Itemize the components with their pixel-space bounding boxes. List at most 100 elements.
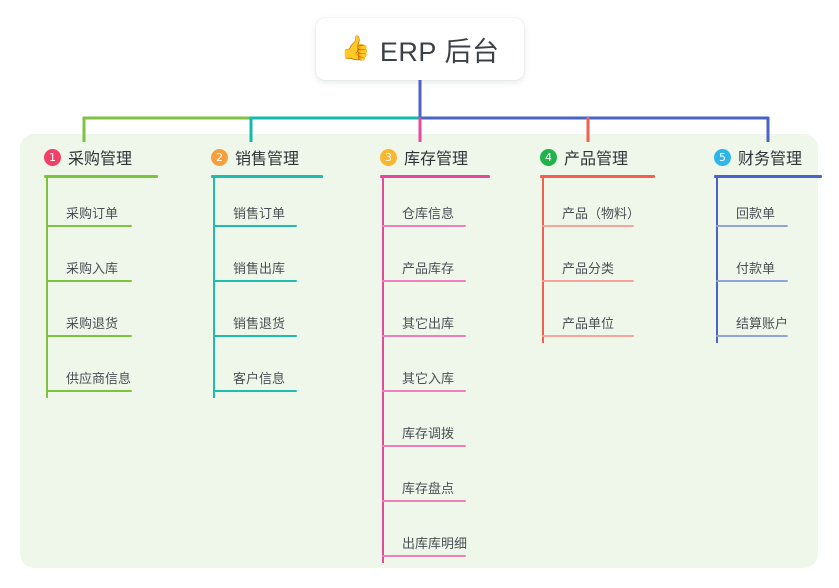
branch-item-rule [382,390,466,392]
branch-header-rule [44,175,158,178]
branch-column-1: 1 采购管理采购订单采购入库采购退货供应商信息 [32,144,182,398]
branch-item[interactable]: 采购订单 [32,178,182,233]
branch-item-rule [213,390,297,392]
branch-item-rule [542,280,634,282]
branch-item-label: 采购入库 [66,261,119,276]
branch-item[interactable]: 销售订单 [199,178,349,233]
branch-item-rule [542,335,634,337]
branch-header-rule [211,175,323,178]
branch-badge-icon: 3 [380,148,397,166]
branch-item-label: 其它入库 [402,371,455,386]
branch-item-label: 库存盘点 [402,481,455,496]
root-title-text: ERP 后台 [379,36,500,67]
branch-item-label: 客户信息 [233,371,286,386]
branch-item-list: 销售订单销售出库销售退货客户信息 [199,178,349,398]
branch-item-label: 采购退货 [66,316,119,331]
branch-item-label: 仓库信息 [402,206,455,221]
branch-item-label: 销售退货 [233,316,286,331]
branch-column-2: 2 销售管理销售订单销售出库销售退货客户信息 [199,144,349,398]
branch-item-rule [382,445,466,447]
branch-header-5[interactable]: 5 财务管理 [702,144,822,170]
branch-item[interactable]: 其它入库 [368,343,520,398]
branch-item[interactable]: 销售退货 [199,288,349,343]
branch-item-rule [382,225,466,227]
branch-item-label: 产品库存 [402,261,455,276]
branch-item-rule [716,280,788,282]
branch-item[interactable]: 出库库明细 [368,508,520,563]
branch-item-label: 产品分类 [562,261,615,276]
branch-item-label: 回款单 [736,206,776,221]
branch-item[interactable]: 产品（物料） [528,178,668,233]
branch-badge-icon: 2 [211,148,228,166]
branches-panel [20,134,818,568]
branch-badge-icon: 5 [714,148,731,166]
branch-item-list: 仓库信息产品库存其它出库其它入库库存调拨库存盘点出库库明细 [368,178,520,563]
branch-item-label: 其它出库 [402,316,455,331]
branch-item-rule [213,225,297,227]
branch-header-3[interactable]: 3 库存管理 [368,144,520,170]
branch-item[interactable]: 付款单 [702,233,822,288]
branch-title: 库存管理 [404,151,469,168]
branch-header-1[interactable]: 1 采购管理 [32,144,182,170]
branch-item[interactable]: 产品单位 [528,288,668,343]
branch-item[interactable]: 回款单 [702,178,822,233]
branch-item-list: 回款单付款单结算账户 [702,178,822,343]
branch-title: 产品管理 [564,151,629,168]
branch-item-rule [382,555,466,557]
branch-item-rule [46,335,132,337]
branch-spine [46,178,48,398]
branch-item-label: 出库库明细 [402,536,468,551]
branch-item-label: 采购订单 [66,206,119,221]
branch-spine [542,178,544,343]
branch-title: 采购管理 [68,151,133,168]
branch-item-label: 结算账户 [736,316,789,331]
branch-badge-icon: 1 [44,148,61,166]
branch-item[interactable]: 结算账户 [702,288,822,343]
branch-item-rule [46,225,132,227]
branch-title: 财务管理 [738,151,803,168]
root-node[interactable]: 👍 ERP 后台 [316,18,524,80]
root-title: 👍 ERP 后台 [341,30,500,69]
branch-item-label: 销售出库 [233,261,286,276]
branch-column-5: 5 财务管理回款单付款单结算账户 [702,144,822,343]
branch-header-rule [380,175,490,178]
branch-item[interactable]: 采购入库 [32,233,182,288]
branch-item-label: 库存调拨 [402,426,455,441]
branch-item-rule [213,335,297,337]
branch-spine [213,178,215,398]
branch-column-4: 4 产品管理产品（物料） 产品分类产品单位 [528,144,668,343]
branch-item[interactable]: 其它出库 [368,288,520,343]
branch-item-label: 付款单 [736,261,776,276]
branch-spine [716,178,718,343]
thumbs-up-icon: 👍 [340,35,371,62]
branch-header-4[interactable]: 4 产品管理 [528,144,668,170]
branch-badge-icon: 4 [540,148,557,166]
branch-item-rule [382,280,466,282]
branch-item[interactable]: 客户信息 [199,343,349,398]
branch-item-label: 产品（物料） [562,206,641,221]
branch-item[interactable]: 销售出库 [199,233,349,288]
branch-item-label: 销售订单 [233,206,286,221]
branch-header-2[interactable]: 2 销售管理 [199,144,349,170]
branch-item-rule [716,225,788,227]
branch-header-rule [540,175,655,178]
branch-title: 销售管理 [235,151,300,168]
branch-item[interactable]: 供应商信息 [32,343,182,398]
branch-item-list: 产品（物料） 产品分类产品单位 [528,178,668,343]
branch-item[interactable]: 仓库信息 [368,178,520,233]
branch-item-rule [716,335,788,337]
branch-item[interactable]: 库存调拨 [368,398,520,453]
branch-item[interactable]: 采购退货 [32,288,182,343]
branch-item-rule [382,335,466,337]
branch-item-list: 采购订单采购入库采购退货供应商信息 [32,178,182,398]
branch-item[interactable]: 产品分类 [528,233,668,288]
branch-spine [382,178,384,563]
branch-item[interactable]: 库存盘点 [368,453,520,508]
branch-column-3: 3 库存管理仓库信息产品库存其它出库其它入库库存调拨库存盘点出库库明细 [368,144,520,563]
branch-item-rule [213,280,297,282]
branch-item-label: 产品单位 [562,316,615,331]
branch-item[interactable]: 产品库存 [368,233,520,288]
branch-header-rule [714,175,822,178]
branch-item-label: 供应商信息 [66,371,132,386]
